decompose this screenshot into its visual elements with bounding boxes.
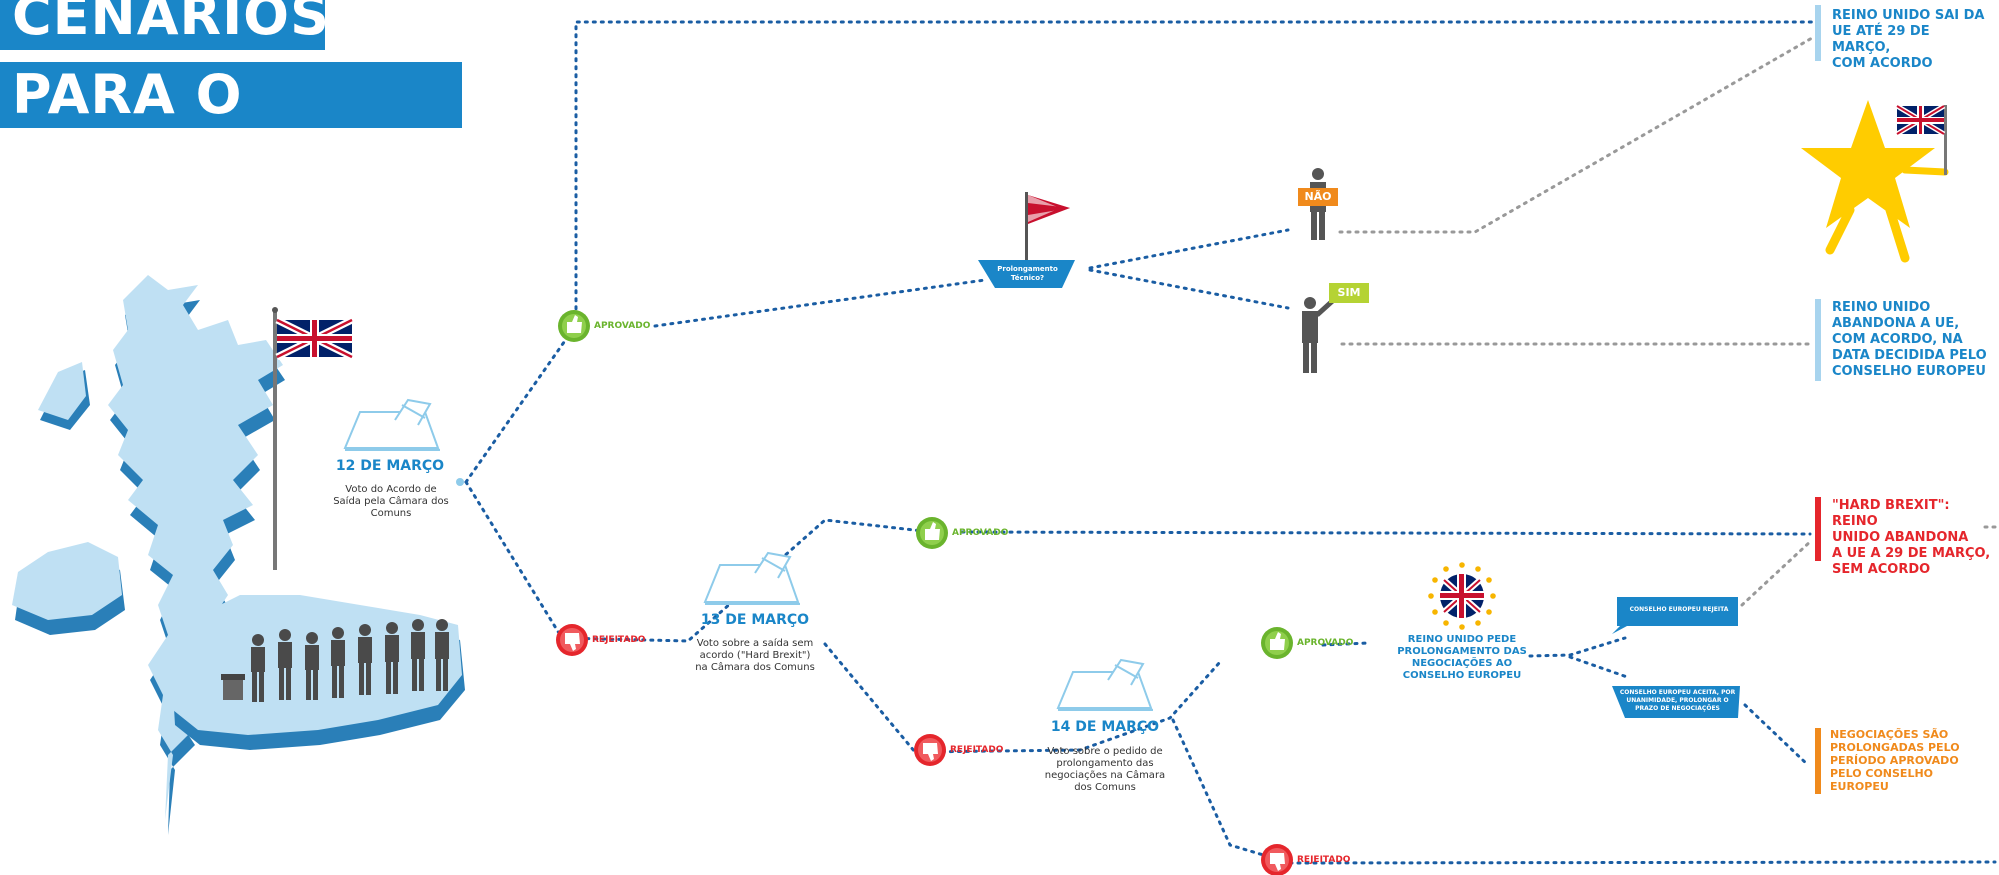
eu-uk-flag-icon — [1428, 562, 1496, 630]
eu-accept-line-3: PRAZO DE NEGOCIAÇÕES — [1635, 705, 1720, 712]
boat-label: Prolongamento Técnico? — [990, 265, 1065, 283]
result-bar-2 — [1815, 299, 1821, 381]
rejected-thumb-icon-2 — [914, 734, 946, 766]
vote-desc-14: Voto sobre o pedido de prolongamento das… — [1044, 746, 1166, 793]
result-2-line-5: CONSELHO EUROPEU — [1832, 364, 1986, 379]
eu-reject-box — [1612, 597, 1738, 634]
title-line-2: PARA O BREXIT — [0, 62, 462, 192]
rejected-thumb-icon-3 — [1261, 844, 1293, 875]
approved-thumb-icon-2 — [916, 517, 948, 549]
tag-approved-2: APROVADO — [952, 528, 1009, 538]
sign-no-text: NÃO — [1304, 190, 1332, 203]
tag-rejected-3: REJEITADO — [1297, 855, 1351, 865]
ballot-icon-14 — [1056, 658, 1153, 711]
uk-request-line-1: REINO UNIDO PEDE — [1407, 634, 1517, 645]
tag-approved-3: APROVADO — [1297, 638, 1354, 648]
eu-accept-box — [1612, 686, 1740, 718]
person-yes-sign — [1302, 283, 1369, 373]
result-1-line-1: REINO UNIDO SAI DA — [1832, 8, 1985, 23]
result-bar-3 — [1815, 497, 1821, 561]
eu-accept-label: CONSELHO EUROPEU ACEITA, POR UNANIMIDADE… — [1615, 689, 1740, 713]
voters-crowd — [221, 619, 449, 702]
result-4-line-2: PROLONGADAS PELO — [1830, 741, 1960, 754]
title-line-1: CENÁRIOS — [0, 0, 329, 50]
boat-icon — [978, 192, 1075, 288]
result-3-line-2: UNIDO ABANDONA — [1832, 530, 1969, 545]
eu-accept-line-2: UNANIMIDADE, PROLONGAR O — [1626, 697, 1729, 704]
result-2-line-4: DATA DECIDIDA PELO — [1832, 348, 1987, 363]
tag-rejected-2: REJEITADO — [950, 745, 1004, 755]
node-dot-12 — [456, 478, 464, 486]
star-figure-icon — [1801, 100, 1949, 263]
uk-map — [12, 275, 465, 835]
result-4-line-1: NEGOCIAÇÕES SÃO — [1830, 728, 1949, 741]
approved-thumb-icon-1 — [558, 310, 590, 342]
result-1-line-2: UE ATÉ 29 DE MARÇO, — [1832, 24, 1930, 55]
vote-desc-12: Voto do Acordo de Saída pela Câmara dos … — [333, 484, 449, 519]
sign-yes-text: SIM — [1337, 286, 1361, 299]
vote-desc-13: Voto sobre a saída sem acordo ("Hard Bre… — [695, 638, 815, 673]
uk-request-line-2: PROLONGAMENTO DAS — [1397, 646, 1527, 657]
uk-request-line-3: NEGOCIAÇÕES AO — [1411, 658, 1513, 669]
uk-request-line-4: CONSELHO EUROPEU — [1402, 670, 1522, 681]
result-4-line-5: EUROPEU — [1830, 780, 1889, 793]
result-2: REINO UNIDO ABANDONA A UE, COM ACORDO, N… — [1832, 300, 1992, 380]
result-bar-1 — [1815, 5, 1821, 61]
tag-approved-1: APROVADO — [594, 321, 651, 331]
ballot-icon-12 — [343, 398, 440, 451]
rejected-thumb-icon-1 — [556, 624, 588, 656]
result-4-line-3: PERÍODO APROVADO — [1830, 754, 1959, 767]
result-3-line-3: A UE A 29 DE MARÇO, — [1832, 546, 1991, 561]
uk-flag-icon — [275, 316, 354, 361]
result-3-line-1: "HARD BREXIT": REINO — [1832, 498, 1950, 529]
vote-date-12: 12 DE MARÇO — [335, 458, 445, 474]
connector-lines — [464, 20, 1999, 865]
eu-accept-line-1: CONSELHO EUROPEU ACEITA, POR — [1619, 689, 1736, 696]
result-2-line-2: ABANDONA A UE, — [1832, 316, 1960, 331]
vote-date-14: 14 DE MARÇO — [1050, 719, 1160, 735]
result-3-line-4: SEM ACORDO — [1832, 562, 1931, 577]
result-2-line-1: REINO UNIDO — [1832, 300, 1931, 315]
approved-thumb-icon-3 — [1261, 627, 1293, 659]
flagpole — [272, 307, 278, 570]
result-2-line-3: COM ACORDO, NA — [1832, 332, 1963, 347]
uk-request-label: REINO UNIDO PEDE PROLONGAMENTO DAS NEGOC… — [1392, 634, 1532, 682]
result-4: NEGOCIAÇÕES SÃO PROLONGADAS PELO PERÍODO… — [1830, 728, 1980, 793]
tag-rejected-1: REJEITADO — [592, 635, 646, 645]
boat-label-line-1: Prolongamento — [997, 265, 1058, 273]
result-1: REINO UNIDO SAI DA UE ATÉ 29 DE MARÇO, C… — [1832, 8, 1992, 72]
ballot-icon-13 — [703, 551, 800, 605]
star-uk-flag-icon — [1895, 103, 1946, 137]
person-no-sign — [1298, 168, 1338, 240]
vote-date-13: 13 DE MARÇO — [700, 612, 810, 628]
boat-label-line-2: Técnico? — [1010, 274, 1045, 282]
result-1-line-3: COM ACORDO — [1832, 56, 1933, 71]
result-3: "HARD BREXIT": REINO UNIDO ABANDONA A UE… — [1832, 498, 1992, 578]
result-4-line-4: PELO CONSELHO — [1830, 767, 1934, 780]
eu-reject-label: CONSELHO EUROPEU REJEITA — [1629, 606, 1729, 613]
result-bar-4 — [1815, 728, 1821, 794]
